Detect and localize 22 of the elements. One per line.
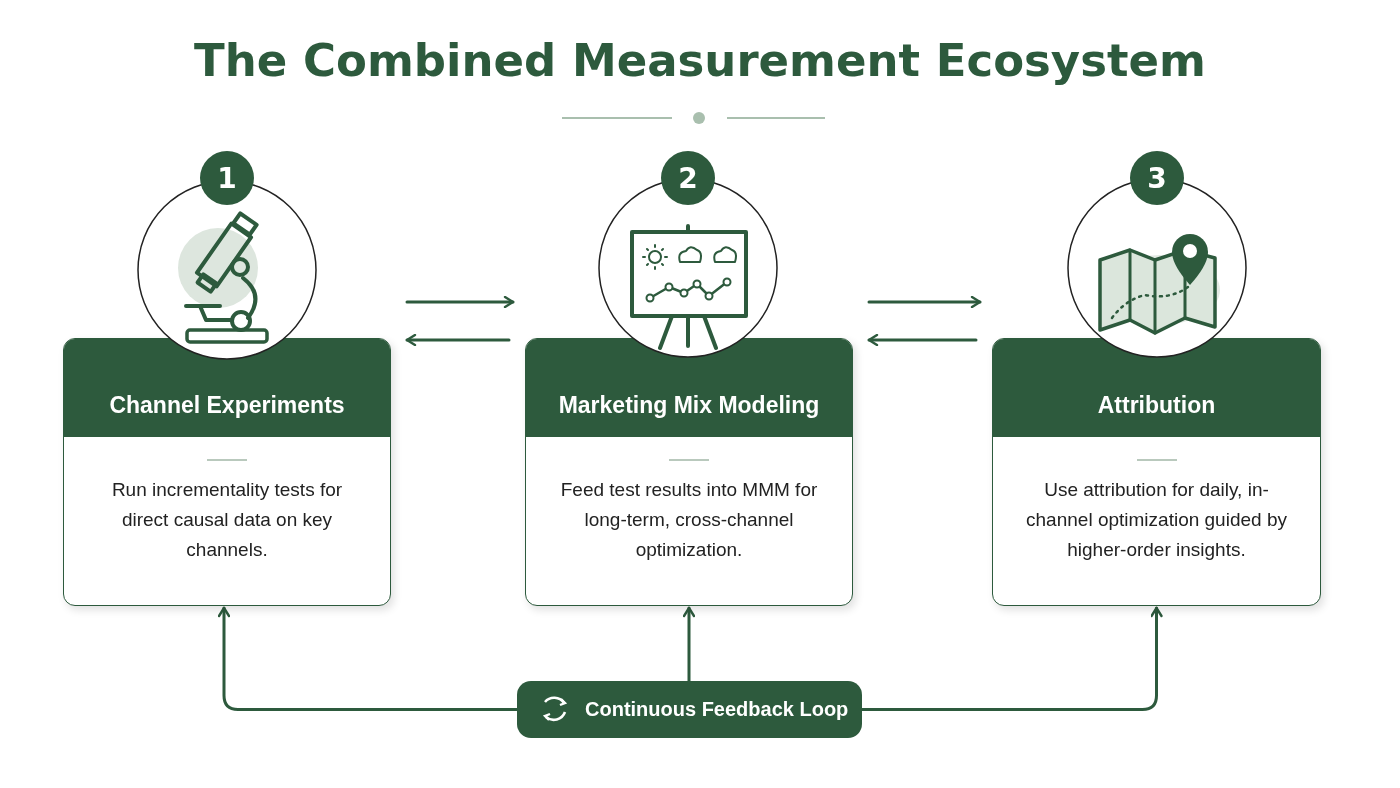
card-heading: Marketing Mix Modeling: [557, 392, 821, 419]
step-card: [525, 338, 853, 606]
card-heading: Channel Experiments: [108, 392, 346, 419]
arrow: [405, 295, 515, 309]
card-description: Use attribution for daily, in-channel optimization guided by higher-order insights.: [1025, 478, 1288, 562]
arrow: [867, 295, 982, 309]
step-card: [63, 338, 391, 606]
title: The Combined Measurement Ecosystem: [193, 34, 1207, 87]
arrow: [217, 606, 519, 711]
step-number: 2: [661, 151, 715, 205]
step-number: 1: [200, 151, 254, 205]
card-description: Feed test results into MMM for long-term, cross-channel optimization.: [559, 478, 819, 562]
arrow: [867, 333, 978, 347]
card-description: Run incrementality tests for direct causal data on key channels.: [110, 478, 344, 562]
arrow: [860, 606, 1163, 711]
arrow: [682, 606, 696, 683]
arrow: [405, 333, 511, 347]
feedback-loop-box: [517, 681, 862, 738]
step-number: 3: [1130, 151, 1184, 205]
loop-label: Continuous Feedback Loop: [585, 698, 849, 721]
step-card: [992, 338, 1321, 606]
card-heading: Attribution: [1096, 392, 1217, 419]
